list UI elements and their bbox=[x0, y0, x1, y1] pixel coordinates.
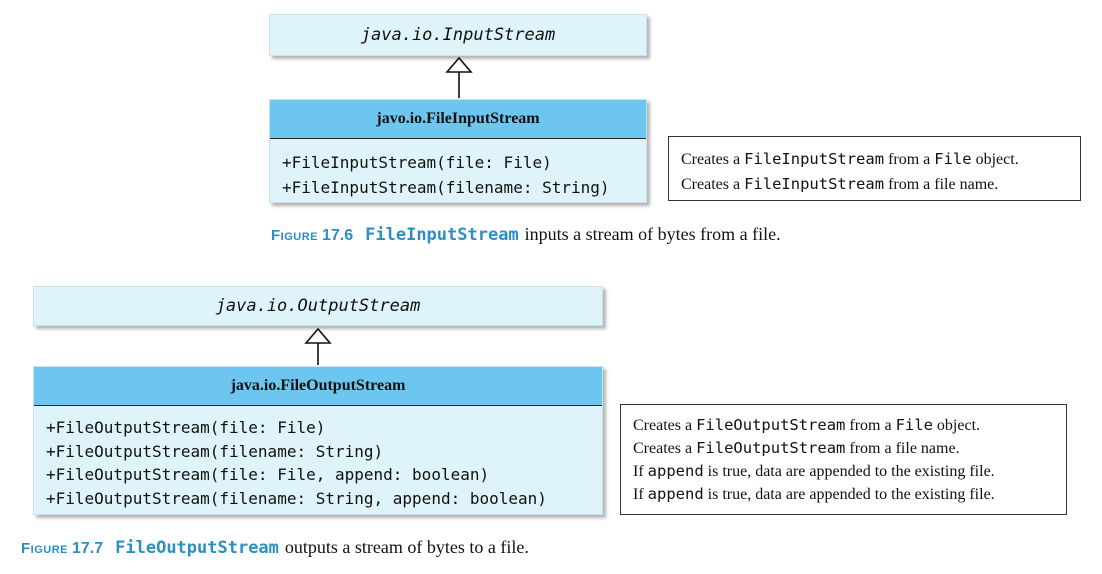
class-name: javo.io.FileInputStream bbox=[376, 110, 540, 127]
parent-class-inputstream: java.io.InputStream bbox=[269, 14, 647, 56]
figure-code: FileInputStream bbox=[365, 225, 519, 245]
figure-number: 17.6 bbox=[322, 227, 354, 244]
parent-class-name: java.io.InputStream bbox=[360, 25, 556, 45]
note-line: Creates a FileOutputStream from a file n… bbox=[633, 439, 960, 457]
figure-text: outputs a stream of bytes to a file. bbox=[284, 537, 529, 557]
note-line: If append is true, data are appended to … bbox=[633, 485, 995, 503]
note-line: Creates a FileInputStream from a File ob… bbox=[681, 150, 1019, 168]
class-name-header: javo.io.FileInputStream bbox=[270, 100, 646, 139]
description-note: Creates a FileInputStream from a File ob… bbox=[668, 136, 1081, 201]
class-fileinputstream: javo.io.FileInputStream +FileInputStream… bbox=[269, 99, 647, 203]
figure-text: inputs a stream of bytes from a file. bbox=[524, 224, 781, 244]
class-fileoutputstream: java.io.FileOutputStream +FileOutputStre… bbox=[33, 366, 603, 515]
method: +FileOutputStream(filename: String) bbox=[46, 441, 384, 461]
method: +FileInputStream(filename: String) bbox=[282, 178, 610, 197]
figure-label: Figure bbox=[21, 540, 68, 557]
figure-code: FileOutputStream bbox=[115, 538, 279, 558]
inheritance-arrow-icon bbox=[445, 56, 473, 98]
inheritance-arrow-icon bbox=[304, 327, 332, 365]
method: +FileInputStream(file: File) bbox=[282, 153, 552, 172]
method: +FileOutputStream(file: File) bbox=[46, 418, 326, 437]
method: +FileOutputStream(file: File, append: bo… bbox=[46, 465, 490, 484]
note-line: Creates a FileOutputStream from a File o… bbox=[633, 416, 981, 434]
class-methods: +FileOutputStream(file: File) +FileOutput… bbox=[34, 406, 602, 510]
figure-number: 17.7 bbox=[72, 540, 104, 557]
class-name: java.io.FileOutputStream bbox=[230, 377, 406, 394]
figure-label: Figure bbox=[271, 227, 318, 244]
note-line: Creates a FileInputStream from a file na… bbox=[681, 175, 999, 193]
note-line: If append is true, data are appended to … bbox=[633, 462, 995, 480]
parent-class-outputstream: java.io.OutputStream bbox=[33, 286, 603, 326]
class-methods: +FileInputStream(file: File) +FileInputSt… bbox=[270, 139, 646, 200]
class-name-header: java.io.FileOutputStream bbox=[34, 367, 602, 406]
method: +FileOutputStream(filename: String, appe… bbox=[46, 488, 547, 508]
parent-class-name: java.io.OutputStream bbox=[215, 296, 421, 316]
description-note: Creates a FileOutputStream from a File o… bbox=[620, 404, 1067, 515]
